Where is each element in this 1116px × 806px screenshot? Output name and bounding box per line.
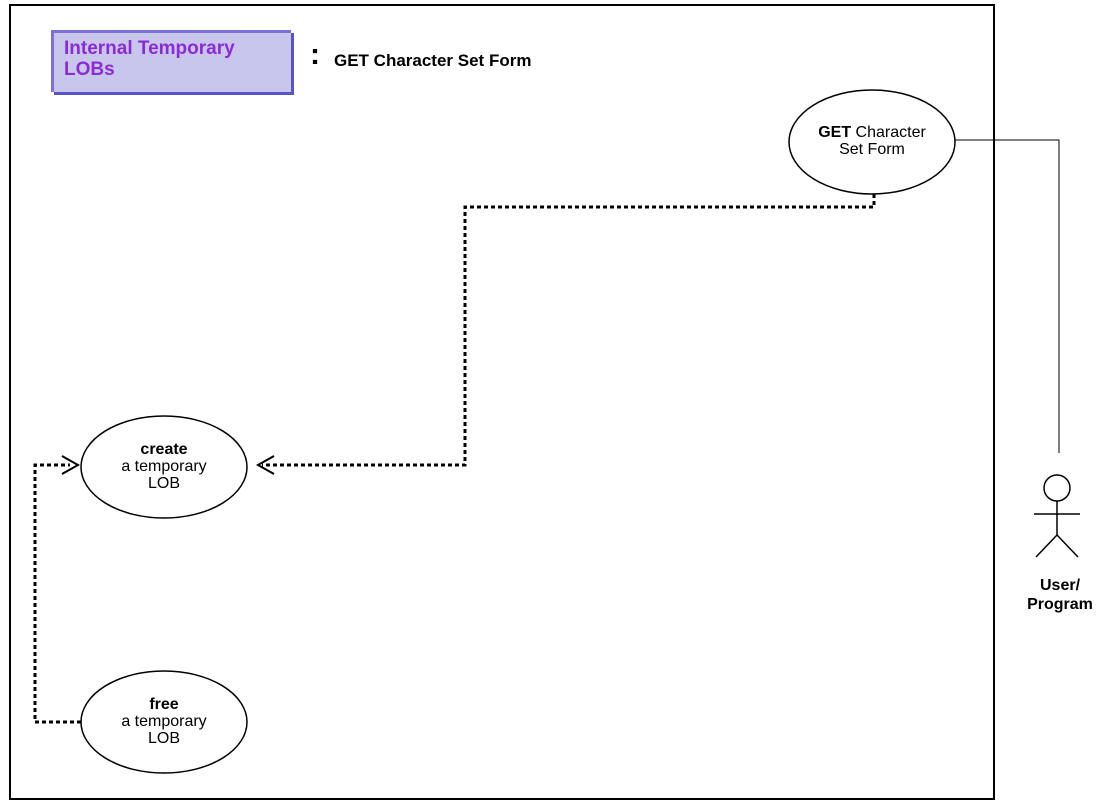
- title-colon: :: [310, 38, 320, 71]
- usecase-create-line2: a temporary: [121, 458, 207, 475]
- dependency-free-to-create: [33, 463, 81, 724]
- page-title: GET Character Set Form: [334, 51, 532, 70]
- category-label-line2: LOBs: [64, 59, 115, 80]
- arrowhead-get-to-create: [255, 455, 275, 475]
- diagram-frame: [9, 4, 995, 800]
- usecase-create-label: create a temporary LOB: [82, 441, 246, 492]
- usecase-free-line2: a temporary: [121, 713, 207, 730]
- usecase-get-form-line2: Set Form: [839, 141, 905, 158]
- usecase-free-verb: free: [149, 696, 179, 713]
- actor-association-line: [955, 139, 1060, 453]
- usecase-get-form-ellipse: [788, 89, 956, 195]
- actor-user-program-icon: [1034, 474, 1080, 558]
- category-tab: Internal Temporary LOBs: [51, 30, 291, 92]
- usecase-get-form-label: GET Character Set Form: [790, 124, 954, 158]
- category-label-line1: Internal Temporary: [64, 38, 235, 59]
- actor-label-line1: User/: [1039, 577, 1081, 594]
- usecase-create-line3: LOB: [147, 475, 180, 492]
- usecase-create-verb: create: [140, 441, 188, 458]
- usecase-create-ellipse: [80, 415, 248, 519]
- usecase-free-label: free a temporary LOB: [82, 696, 246, 747]
- arrowhead-free-to-create: [61, 455, 81, 475]
- usecase-get-form-verb: GET: [818, 124, 852, 141]
- usecase-free-line3: LOB: [147, 730, 180, 747]
- dependency-get-to-create: [262, 194, 876, 467]
- actor-label: User/ Program: [1010, 576, 1110, 614]
- actor-label-line2: Program: [1027, 596, 1093, 613]
- usecase-get-form-line1: Character: [851, 124, 926, 141]
